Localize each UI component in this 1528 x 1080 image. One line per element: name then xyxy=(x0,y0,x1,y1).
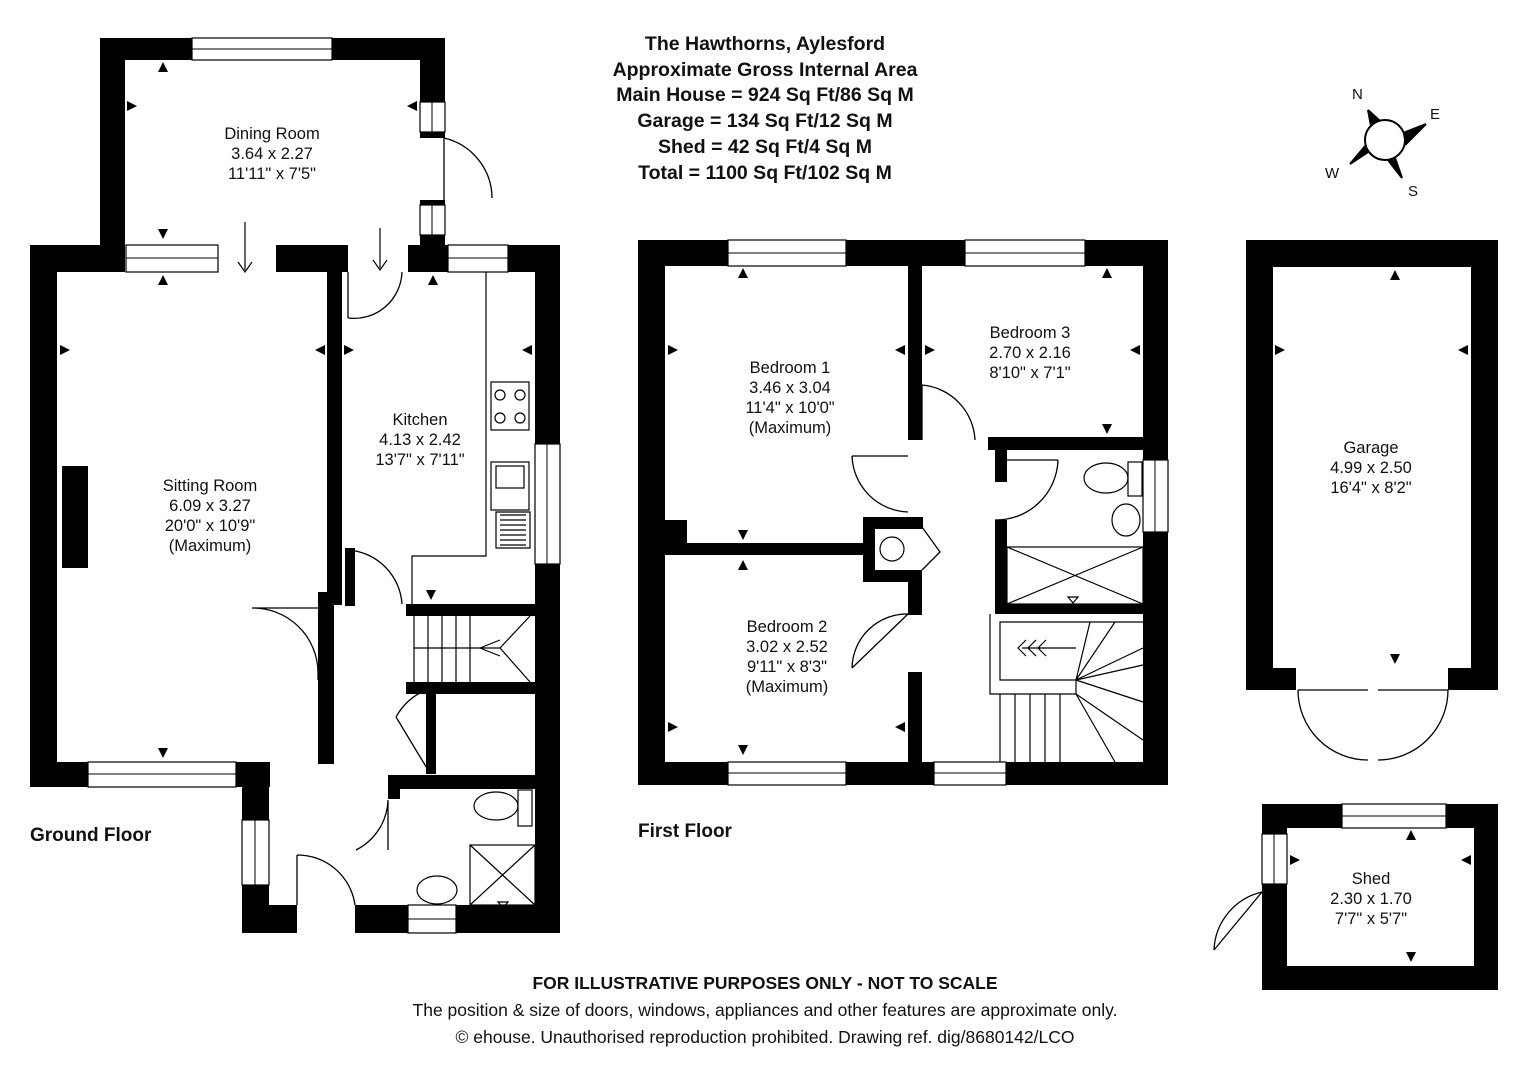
room-label-dining: Dining Room 3.64 x 2.27 11'11" x 7'5" xyxy=(224,125,320,183)
room-label-bedroom-1: Bedroom 1 3.46 x 3.04 11'4" x 10'0" (Max… xyxy=(745,359,835,437)
room-label-sitting: Sitting Room 6.09 x 3.27 20'0" x 10'9" (… xyxy=(162,477,258,555)
compass-east: E xyxy=(1430,106,1441,123)
compass-south: S xyxy=(1408,183,1419,200)
approximation-note: The position & size of doors, windows, a… xyxy=(412,1000,1118,1020)
area-subtitle: Approximate Gross Internal Area xyxy=(612,58,918,81)
first-floor-label: First Floor xyxy=(638,821,732,842)
garage-walls xyxy=(1246,240,1498,690)
ground-floor-walls xyxy=(30,38,560,933)
property-title: The Hawthorns, Aylesford xyxy=(644,33,886,55)
plan-header: The Hawthorns, Aylesford Approximate Gro… xyxy=(540,32,990,186)
compass-pointers xyxy=(1350,110,1426,178)
compass-north: N xyxy=(1352,86,1363,103)
ground-floor-label: Ground Floor xyxy=(30,825,152,846)
room-label-garage: Garage 4.99 x 2.50 16'4" x 8'2" xyxy=(1330,439,1412,497)
area-garage: Garage = 134 Sq Ft/12 Sq M xyxy=(637,110,893,133)
copyright-text: © ehouse. Unauthorised reproduction proh… xyxy=(455,1027,1075,1047)
plan-footer: FOR ILLUSTRATIVE PURPOSES ONLY - NOT TO … xyxy=(300,970,1230,1051)
room-label-bedroom-3: Bedroom 3 2.70 x 2.16 8'10" x 7'1" xyxy=(989,324,1071,382)
room-label-shed: Shed 2.30 x 1.70 7'7" x 5'7" xyxy=(1330,870,1412,928)
compass-west: W xyxy=(1325,165,1340,182)
room-label-kitchen: Kitchen 4.13 x 2.42 13'7" x 7'11" xyxy=(375,411,465,469)
area-main-house: Main House = 924 Sq Ft/86 Sq M xyxy=(616,84,914,107)
area-total: Total = 1100 Sq Ft/102 Sq M xyxy=(638,161,892,184)
disclaimer-text: FOR ILLUSTRATIVE PURPOSES ONLY - NOT TO … xyxy=(532,973,998,993)
room-label-bedroom-2: Bedroom 2 3.02 x 2.52 9'11" x 8'3" (Maxi… xyxy=(745,618,829,696)
area-shed: Shed = 42 Sq Ft/4 Sq M xyxy=(657,135,872,158)
